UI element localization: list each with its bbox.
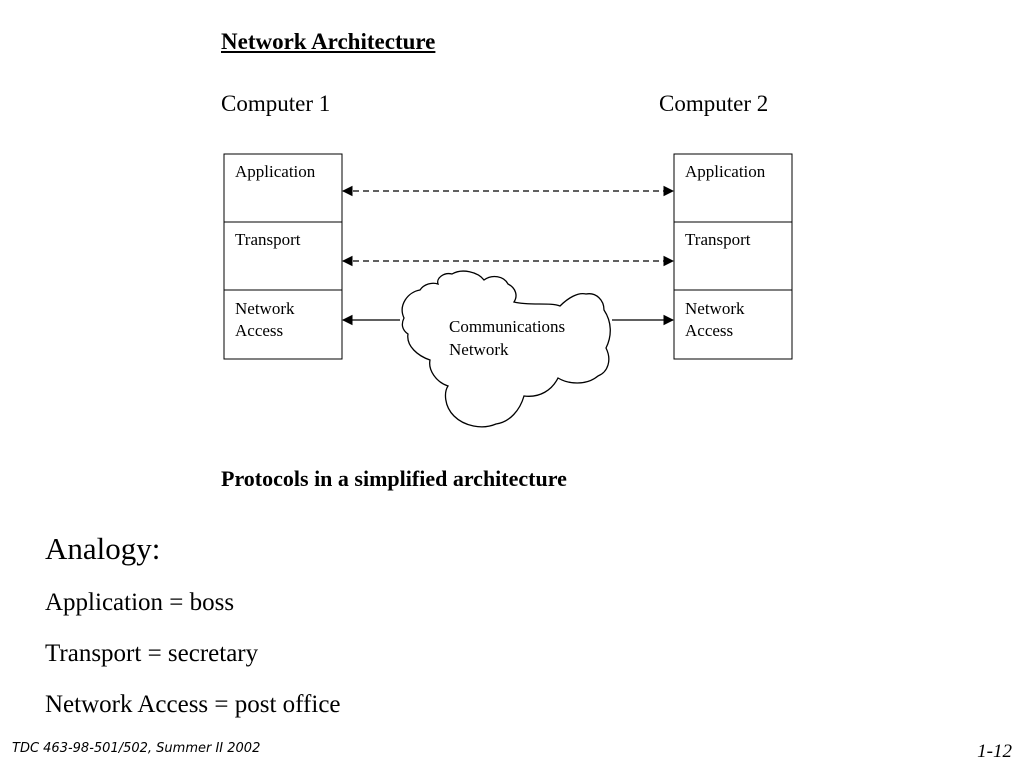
- footer-course-info: TDC 463-98-501/502, Summer II 2002: [12, 741, 261, 756]
- computer-1-application-label: Application: [235, 162, 316, 181]
- computer-1-label: Computer 1: [221, 91, 331, 116]
- computer-2-network-access-layer: [673, 289, 793, 360]
- analogy-item: Application = boss: [45, 589, 235, 616]
- computer-2-label: Computer 2: [659, 91, 769, 116]
- computer-1-transport-label: Transport: [235, 230, 301, 249]
- slide-number: 1-12: [977, 741, 1012, 762]
- diagram-caption: Protocols in a simplified architecture: [221, 466, 567, 491]
- analogy-heading: Analogy:: [45, 531, 161, 566]
- computer-1-network-access-layer: [223, 289, 343, 360]
- network-cloud-label-line2: Network: [449, 340, 509, 359]
- computer-2-network-label: Network: [685, 299, 745, 318]
- analogy-item: Transport = secretary: [45, 640, 259, 667]
- computer-2-access-label: Access: [685, 321, 733, 340]
- protocol-architecture-diagram: Application Transport Network Access App…: [223, 153, 793, 428]
- computer-2-stack: Application Transport Network Access: [673, 153, 793, 360]
- communications-network-cloud: [401, 270, 611, 428]
- page-title: Network Architecture: [221, 29, 436, 54]
- computer-1-access-label: Access: [235, 321, 283, 340]
- analogy-item: Network Access = post office: [45, 691, 341, 718]
- computer-2-transport-label: Transport: [685, 230, 751, 249]
- computer-1-stack: Application Transport Network Access: [223, 153, 343, 360]
- computer-1-network-label: Network: [235, 299, 295, 318]
- network-cloud-label-line1: Communications: [449, 317, 565, 336]
- computer-2-application-label: Application: [685, 162, 766, 181]
